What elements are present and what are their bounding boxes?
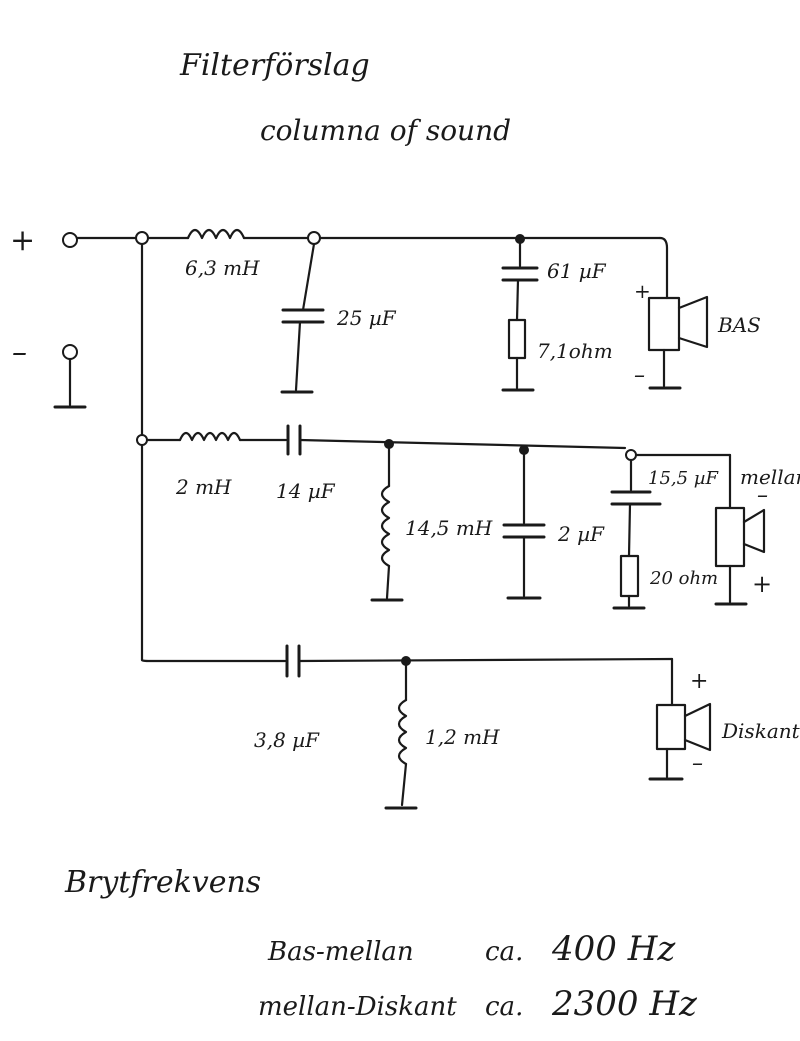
crossover-heading: Brytfrekvens (64, 865, 261, 900)
mid-shunt-l-lead-2 (385, 564, 391, 600)
mid-speaker-minus: – (757, 483, 768, 508)
terminal-minus-label: – (12, 335, 27, 370)
bass-shunt-cap-label: 25 µF (336, 306, 397, 330)
junction-input (135, 231, 149, 245)
tweeter-shunt-inductor-label: 1,2 mH (425, 725, 500, 749)
tweeter-shunt-inductor (397, 698, 408, 766)
junction-mid-4 (625, 449, 637, 461)
input-terminals: + – (10, 223, 87, 409)
bass-inductor-label: 6,3 mH (185, 256, 260, 280)
crossover-row-1-value: 400 Hz (551, 929, 676, 969)
mid-shunt-inductor (380, 484, 391, 568)
mid-speaker-icon (714, 506, 746, 568)
mid-shunt-inductor-label: 14,5 mH (405, 516, 493, 540)
tweeter-wire-1 (140, 658, 287, 663)
crossover-notes: Brytfrekvens Bas-mellan ca. 400 Hz mella… (64, 865, 698, 1024)
crossover-row-1-label: Bas-mellan (267, 937, 414, 967)
bass-speaker-plus: + (634, 279, 651, 303)
junction-mid-bus (136, 434, 148, 446)
bass-speaker-minus: – (634, 363, 645, 388)
tweeter-top-wire (297, 657, 674, 663)
crossover-row-1-prefix: ca. (485, 937, 523, 967)
crossover-row-2-value: 2300 Hz (551, 984, 698, 1024)
tweeter-speaker-label: Diskant (721, 719, 800, 743)
bass-speaker-cone (677, 295, 709, 349)
terminal-plus (62, 232, 78, 248)
terminal-minus (62, 344, 78, 360)
mid-zobel-resistor (619, 554, 640, 598)
bass-section: 6,3 mH 25 µF 61 µF 7,1ohm + – BAS (185, 228, 761, 394)
mid-inductor-label: 2 mH (175, 475, 232, 499)
tweeter-series-cap-label: 3,8 µF (254, 728, 320, 752)
bass-cap-lead-2 (294, 320, 302, 392)
bass-cap-lead (301, 242, 316, 312)
bass-zobel-res-label: 7,1ohm (537, 339, 613, 363)
input-bus (75, 231, 190, 662)
mid-speaker-plus: + (752, 570, 772, 598)
tweeter-speaker-minus: – (692, 751, 703, 776)
mid-zobel-cap-label: 15,5 µF (648, 468, 719, 489)
bass-zobel-cap-label: 61 µF (547, 259, 607, 283)
page-subtitle: columna of sound (260, 114, 511, 147)
mid-speaker-label: mellan (740, 465, 800, 489)
bass-zobel-lead-2 (515, 278, 520, 322)
bass-zobel-resistor (507, 318, 527, 360)
crossover-row-2-prefix: ca. (485, 992, 523, 1022)
bass-speaker-label: BAS (717, 313, 761, 337)
mid-speaker-cone (742, 508, 766, 554)
mid-series-cap-label: 14 µF (276, 479, 336, 503)
page-title: Filterförslag (179, 48, 370, 83)
tweeter-speaker-icon (655, 703, 687, 751)
tweeter-shunt-l-lead-2 (400, 762, 408, 807)
mid-shunt-cap-label: 2 µF (557, 522, 605, 546)
mid-zobel-lead-2 (627, 502, 632, 558)
tweeter-section: 3,8 µF 1,2 mH + – Diskant (140, 644, 800, 810)
crossover-row-2-label: mellan-Diskant (258, 992, 457, 1022)
tweeter-speaker-cone (683, 702, 712, 752)
bass-speaker-feed (658, 236, 669, 300)
terminal-plus-label: + (10, 223, 35, 258)
bass-inductor (186, 228, 246, 240)
mid-inductor (178, 431, 242, 442)
mid-zobel-res-label: 20 ohm (649, 568, 718, 589)
bass-speaker-icon (647, 296, 681, 352)
mid-top-wire (298, 438, 627, 450)
junction-bass-1 (307, 231, 321, 245)
tweeter-speaker-plus: + (690, 669, 708, 694)
mid-section: 2 mH 14 µF 14,5 mH 2 µF 15,5 µF 20 ohm (136, 424, 800, 610)
